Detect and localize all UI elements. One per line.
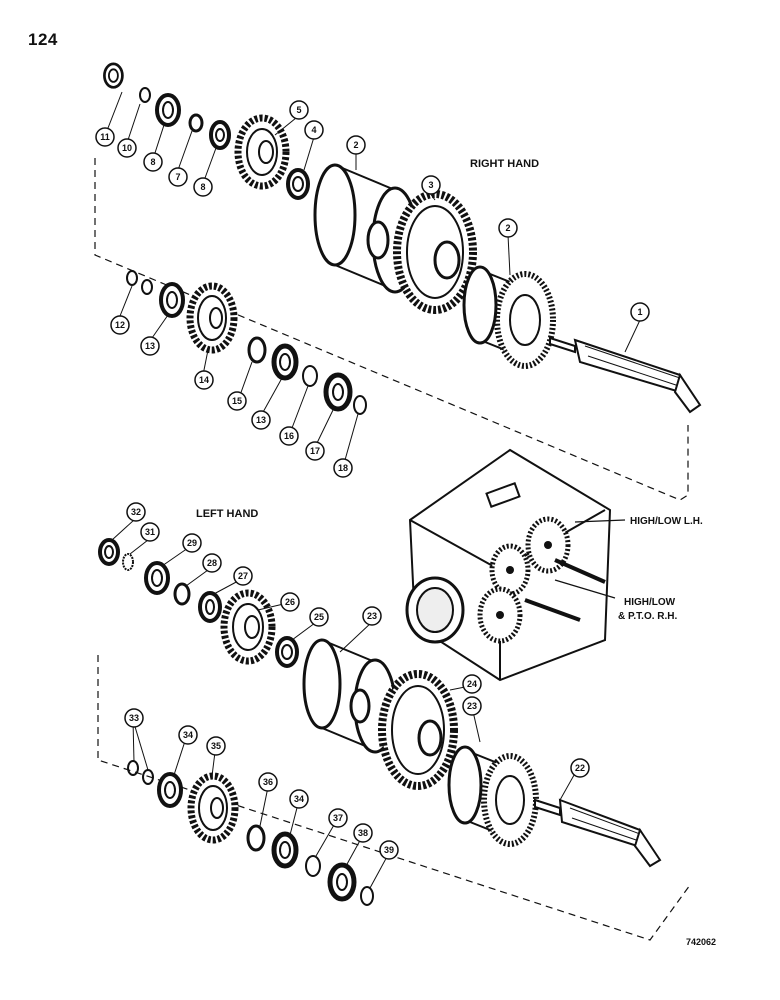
transmission-housing [405, 448, 626, 682]
part-6: 8 [200, 182, 205, 192]
high-low-rh-label-line2: & P.T.O. R.H. [618, 611, 678, 622]
part-8-a: 8 [150, 157, 155, 167]
part-16: 16 [284, 431, 294, 441]
part-22: 22 [575, 763, 585, 773]
spacer-36 [246, 824, 266, 852]
ring-16 [302, 365, 318, 387]
part-5: 5 [296, 105, 301, 115]
part-11: 11 [100, 132, 110, 142]
part-1: 1 [637, 307, 642, 317]
callout-circles [95, 100, 650, 860]
part-38: 38 [358, 828, 368, 838]
part-7: 7 [175, 172, 180, 182]
part-28: 28 [207, 558, 217, 568]
part-12: 12 [115, 320, 125, 330]
clutch-23-lower [447, 745, 539, 847]
part-10: 10 [122, 143, 132, 153]
part-34-b: 34 [294, 794, 304, 804]
part-2-b: 2 [505, 223, 510, 233]
part-17: 17 [310, 446, 320, 456]
gear-26 [220, 589, 276, 665]
gear-14 [186, 282, 238, 354]
part-3: 3 [428, 180, 433, 190]
figure-number: 742062 [686, 937, 717, 947]
part-2-a: 2 [353, 140, 358, 150]
assembly-line-lower [97, 655, 691, 941]
ring-39 [360, 886, 374, 906]
part-26: 26 [285, 597, 295, 607]
part-23-a: 23 [367, 611, 377, 621]
lh-parts [98, 538, 662, 906]
gear-5 [234, 114, 290, 190]
part-14: 14 [199, 375, 209, 385]
part-18: 18 [338, 463, 348, 473]
callout-numbers: 11 10 8 7 8 5 4 2 3 2 1 12 13 14 15 13 1… [100, 105, 642, 855]
ring-18 [353, 395, 367, 415]
rh-parts [103, 62, 702, 415]
bearing-7 [188, 113, 204, 133]
ring-37 [305, 855, 321, 877]
gear-35 [187, 772, 239, 844]
part-31: 31 [145, 527, 155, 537]
part-15: 15 [232, 396, 242, 406]
gear-3 [393, 190, 477, 314]
shaft-22 [534, 798, 662, 868]
shaft-1 [549, 336, 702, 414]
part-23-b: 23 [467, 701, 477, 711]
high-low-lh-label: HIGH/LOW L.H. [630, 516, 703, 527]
part-29: 29 [187, 538, 197, 548]
bearing-28 [173, 582, 191, 606]
part-37: 37 [333, 813, 343, 823]
part-34-a: 34 [183, 730, 193, 740]
part-13-a: 13 [145, 341, 155, 351]
part-35: 35 [211, 741, 221, 751]
spacer-15 [247, 336, 267, 364]
page-number: 124 [28, 30, 58, 49]
clutch-2-lower [462, 265, 556, 369]
part-13-b: 13 [256, 415, 266, 425]
assembly-line-upper [94, 158, 689, 501]
part-39: 39 [384, 845, 394, 855]
right-hand-label: RIGHT HAND [470, 158, 540, 170]
high-low-rh-label-line1: HIGH/LOW [624, 597, 676, 608]
part-32: 32 [131, 507, 141, 517]
part-33: 33 [129, 713, 139, 723]
clutch-23-upper [302, 638, 397, 754]
gear-24 [378, 670, 458, 790]
ring-31 [122, 553, 134, 571]
left-hand-label: LEFT HAND [196, 508, 259, 520]
part-25: 25 [314, 612, 324, 622]
part-4: 4 [311, 125, 316, 135]
part-24: 24 [467, 679, 477, 689]
part-36: 36 [263, 777, 273, 787]
part-27: 27 [238, 571, 248, 581]
